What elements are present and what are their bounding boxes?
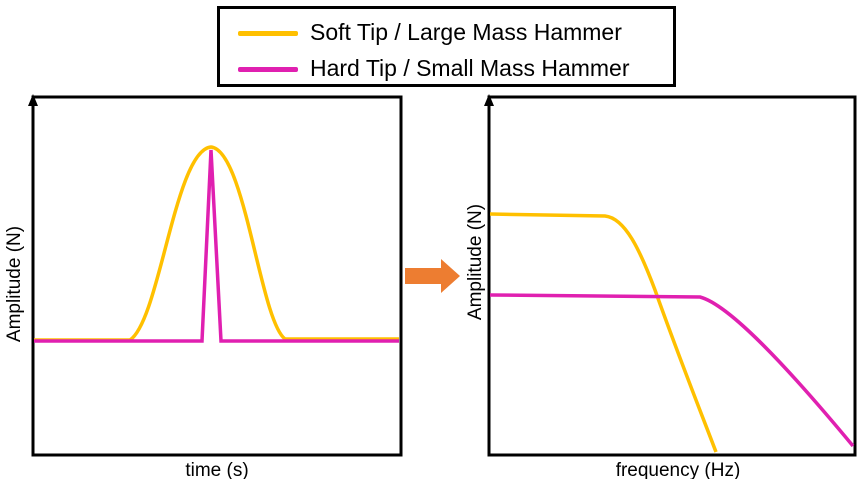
frequency-y-axis-label: Amplitude (N) <box>465 204 486 320</box>
frequency-domain-panel: Amplitude (N) frequency (Hz) <box>465 94 857 479</box>
time-y-axis-arrow-icon <box>28 94 38 106</box>
legend: Soft Tip / Large Mass Hammer Hard Tip / … <box>217 6 676 87</box>
time-plot-frame <box>31 95 403 457</box>
time-x-axis-label: time (s) <box>185 460 248 479</box>
transition-arrow <box>405 259 460 293</box>
time-y-axis-label: Amplitude (N) <box>4 226 25 342</box>
soft-tip-time-curve <box>34 145 399 342</box>
soft-tip-frequency-curve <box>489 212 718 453</box>
frequency-x-axis-label: frequency (Hz) <box>616 460 741 479</box>
frequency-plot-frame <box>487 95 857 457</box>
legend-label-hard-tip: Hard Tip / Small Mass Hammer <box>310 55 630 81</box>
frequency-y-axis-arrow-icon <box>484 94 494 106</box>
legend-label-soft-tip: Soft Tip / Large Mass Hammer <box>310 19 622 45</box>
legend-swatch-hard-tip <box>238 67 298 72</box>
time-domain-panel: Amplitude (N) time (s) <box>4 94 403 479</box>
right-arrow-icon <box>405 259 460 293</box>
legend-swatch-soft-tip <box>238 31 298 36</box>
hard-tip-frequency-curve <box>489 293 855 448</box>
hard-tip-time-curve <box>34 149 399 343</box>
